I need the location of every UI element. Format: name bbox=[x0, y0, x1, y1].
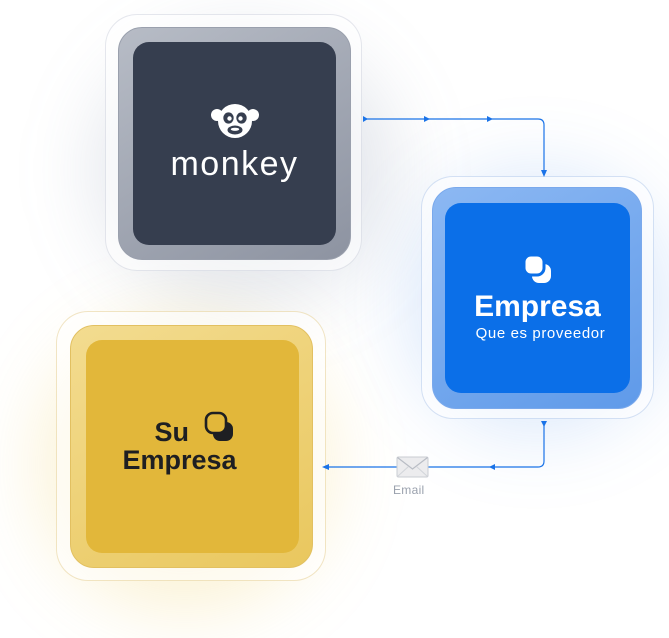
connector-monkey-to-proveedor bbox=[363, 118, 545, 171]
arrow-marker bbox=[541, 421, 547, 427]
envelope-icon bbox=[396, 456, 429, 478]
connector-proveedor-to-su-empresa bbox=[326, 421, 545, 468]
proveedor-node: Empresa Que es proveedor bbox=[445, 203, 630, 393]
proveedor-label: Empresa bbox=[474, 290, 601, 323]
su-empresa-label-line1: Su bbox=[154, 416, 190, 447]
email-label: Email bbox=[393, 483, 425, 497]
chat-bubbles-icon bbox=[204, 411, 233, 441]
arrow-marker bbox=[487, 116, 493, 122]
proveedor-sublabel: Que es proveedor bbox=[475, 325, 606, 342]
arrow-marker bbox=[424, 116, 430, 122]
su-empresa-label-line2: Empresa bbox=[122, 444, 237, 475]
monkey-face-icon bbox=[210, 104, 259, 138]
arrow-head-left bbox=[322, 464, 329, 470]
arrow-marker bbox=[363, 116, 368, 122]
monkey-node: monkey bbox=[133, 42, 336, 245]
su-empresa-node: Su Empresa bbox=[86, 340, 299, 553]
arrow-head-down bbox=[541, 170, 547, 177]
su-empresa-logo: Su Empresa bbox=[122, 411, 263, 477]
chat-bubbles-icon bbox=[522, 254, 551, 283]
monkey-label: monkey bbox=[170, 145, 299, 183]
arrow-marker bbox=[489, 464, 495, 470]
